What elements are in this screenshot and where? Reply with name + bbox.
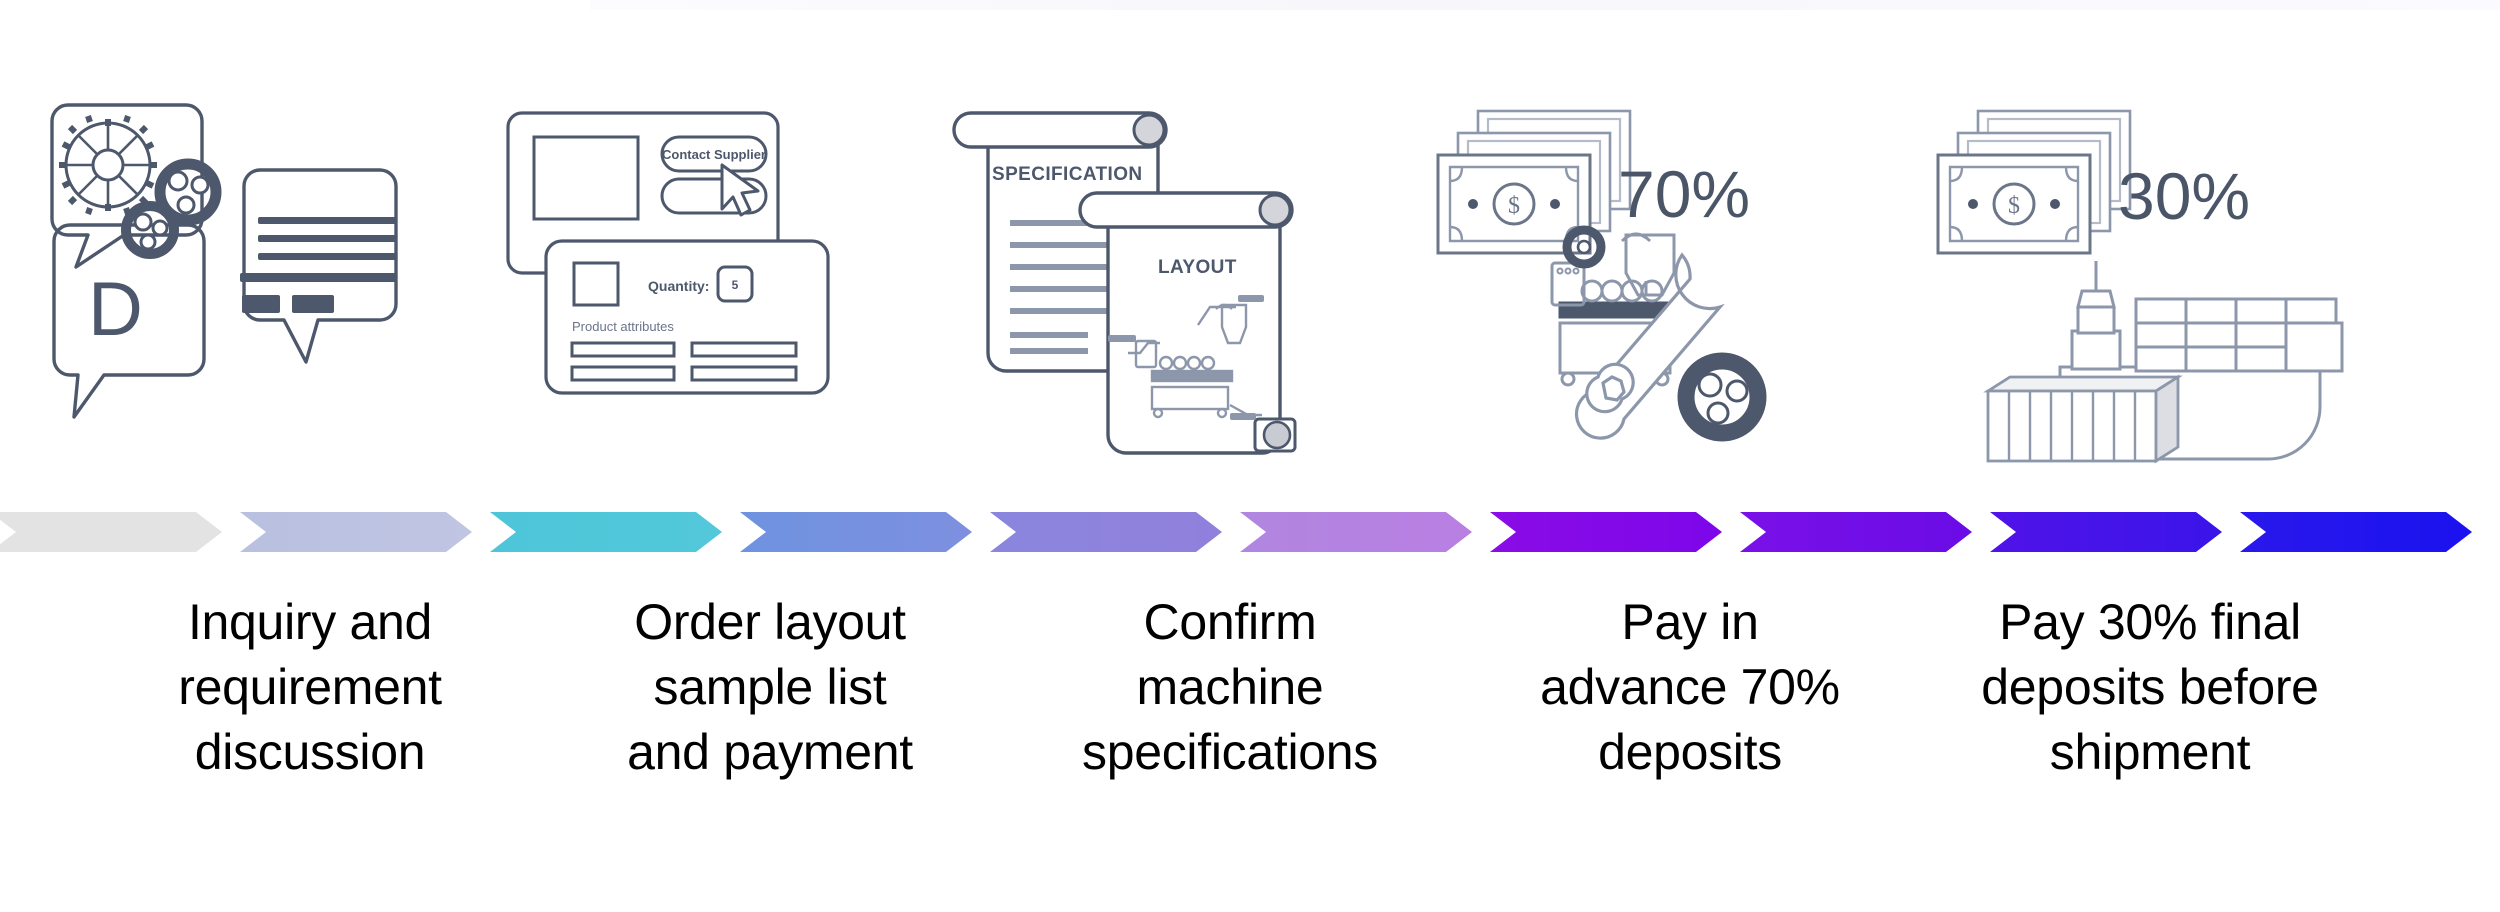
- cursor-pointer-icon: [720, 163, 760, 217]
- svg-text:$: $: [1508, 193, 1520, 219]
- process-arrow-8[interactable]: [1740, 512, 1972, 552]
- step-4-caption: Pay in advance 70% deposits: [1540, 594, 1840, 780]
- chat-bubbles-gears-icon: D: [50, 103, 398, 419]
- medium-gear-icon: [154, 158, 222, 226]
- process-arrow-9[interactable]: [1990, 512, 2222, 552]
- dock-cargo-icon: [1983, 374, 2183, 464]
- attribute-fields: [570, 341, 798, 382]
- contact-supplier-button[interactable]: [660, 135, 768, 173]
- product-attributes-label: Product attributes: [572, 319, 674, 334]
- caption-row: Inquiry and requirement discussion Order…: [0, 590, 2500, 840]
- wrench-icon: [1574, 252, 1725, 440]
- process-arrow-band: [0, 512, 2500, 552]
- process-arrow-10[interactable]: [2240, 512, 2472, 552]
- quantity-label: Quantity:: [648, 278, 709, 294]
- step-5-illustration: $ 30%: [1900, 95, 2360, 495]
- step-1-caption: Inquiry and requirement discussion: [178, 594, 442, 780]
- percent-70-label: 70%: [1618, 157, 1750, 231]
- product-image-placeholder: [532, 135, 640, 221]
- step-3-caption: Confirm machine specifications: [1082, 594, 1378, 780]
- layout-label: LAYOUT: [1158, 257, 1237, 278]
- specification-label: SPECIFICATION: [992, 164, 1143, 185]
- svg-text:$: $: [2008, 193, 2020, 219]
- step-3-illustration: SPECIFICATION LAYOUT: [930, 95, 1390, 495]
- product-listing-cards-icon: Contact Supplier Quantity: 5 Product att…: [506, 111, 830, 395]
- quantity-value: 5: [732, 278, 739, 292]
- cash-stack-icon: $: [1936, 109, 2132, 255]
- letter-d-label: D: [88, 267, 143, 352]
- diagram-callout-bars: [1108, 295, 1264, 420]
- percent-30-label: 30%: [2118, 159, 2250, 233]
- large-gear-icon: [1677, 352, 1767, 442]
- process-arrow-3[interactable]: [490, 512, 722, 552]
- mini-machine-diagram: [1128, 303, 1262, 419]
- step-1-illustration: D: [10, 95, 470, 495]
- step-2-illustration: Contact Supplier Quantity: 5 Product att…: [470, 95, 930, 495]
- top-accent-band: [590, 0, 2500, 10]
- step-2-caption: Order layout sample list and payment: [627, 594, 913, 780]
- step-4-illustration: $ 70%: [1400, 95, 1860, 495]
- cash-stack-cargo-ship-icon: $ 30%: [1936, 109, 2344, 464]
- text-lines: [240, 217, 396, 313]
- process-arrow-6[interactable]: [1240, 512, 1472, 552]
- thumbnail-placeholder: [572, 261, 620, 307]
- process-arrow-5[interactable]: [990, 512, 1222, 552]
- contact-supplier-label: Contact Supplier: [662, 147, 766, 162]
- step-5-caption: Pay 30% final deposits before shipment: [1981, 594, 2319, 780]
- specification-layout-scrolls-icon: SPECIFICATION LAYOUT: [952, 111, 1297, 455]
- cash-stack-machine-wrench-gears-icon: $ 70%: [1436, 109, 1767, 442]
- process-arrow-1[interactable]: [0, 512, 222, 552]
- quantity-stepper[interactable]: [716, 265, 754, 303]
- cash-stack-icon: $: [1436, 109, 1632, 255]
- process-arrow-7[interactable]: [1490, 512, 1722, 552]
- large-gear-icon: [59, 115, 157, 215]
- small-gear-icon: [1562, 225, 1606, 269]
- icon-row: D Contact Supplier Quantity: 5: [0, 95, 2500, 495]
- process-arrow-2[interactable]: [240, 512, 472, 552]
- process-arrow-4[interactable]: [740, 512, 972, 552]
- spec-text-lines: [1010, 220, 1116, 354]
- small-gear-icon: [121, 201, 179, 259]
